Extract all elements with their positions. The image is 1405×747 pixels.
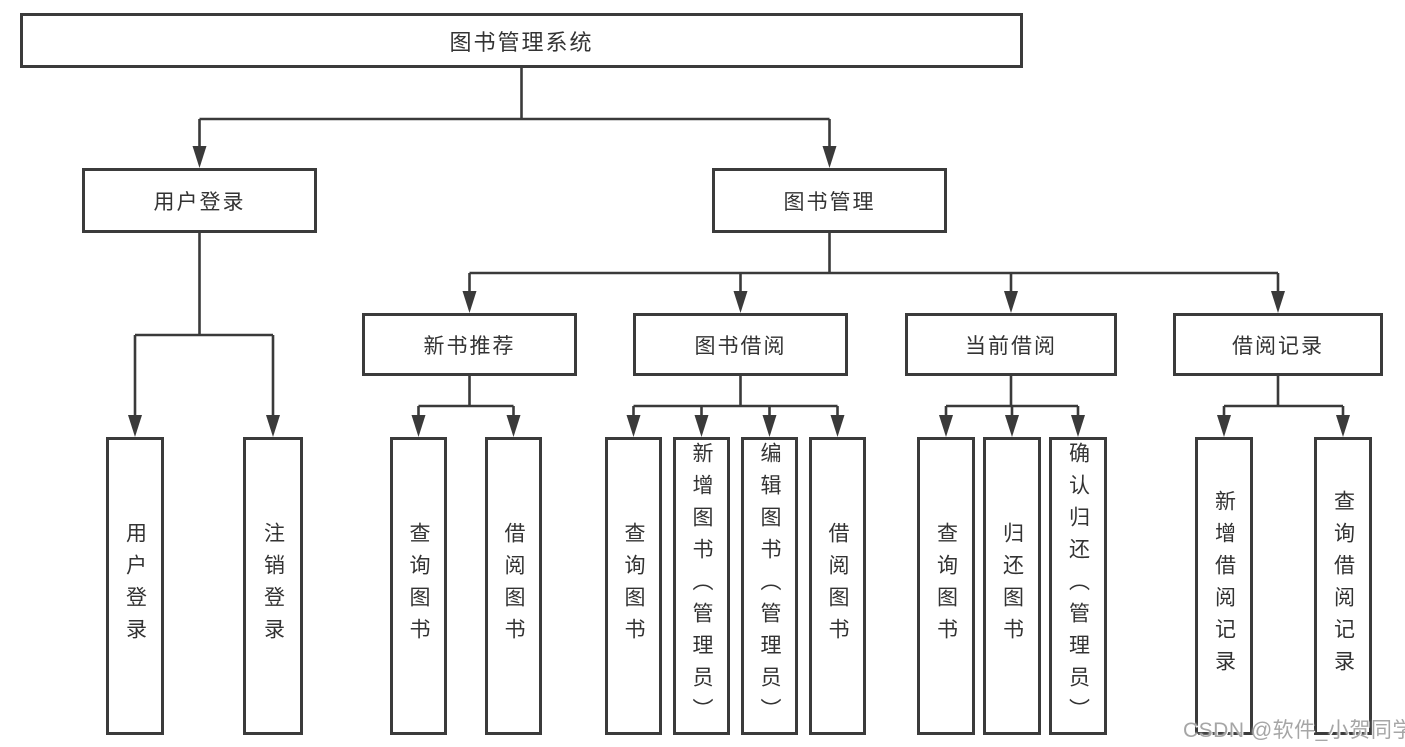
arrowhead-icon [762, 415, 777, 437]
node-label-root: 图书管理系统 [449, 29, 594, 55]
arrowhead-icon [939, 415, 953, 437]
node-cb-return: 归还图书 [983, 437, 1041, 735]
arrowhead-icon [411, 415, 426, 437]
node-logout: 注销登录 [243, 437, 303, 735]
node-label-user-login: 用户登录 [153, 190, 246, 214]
node-label-bb-add: 新增图书（管理员） [690, 442, 713, 730]
node-login: 用户登录 [106, 437, 164, 735]
node-cb-confirm: 确认归还（管理员） [1049, 437, 1107, 735]
node-label-bb-borrow: 借阅图书 [826, 522, 849, 650]
arrowhead-icon [694, 415, 709, 437]
node-label-book-borrow: 图书借阅 [694, 334, 787, 358]
node-label-cb-return: 归还图书 [1000, 522, 1024, 650]
arrowhead-icon [1004, 291, 1018, 313]
node-borrow-records: 借阅记录 [1173, 313, 1383, 376]
watermark: CSDN @软件_小贺同学 [1183, 719, 1405, 742]
node-rec-query: 查询借阅记录 [1314, 437, 1372, 735]
arrowhead-icon [1271, 291, 1285, 313]
node-current-borrow: 当前借阅 [905, 313, 1117, 376]
node-label-book-mgmt: 图书管理 [783, 190, 876, 214]
node-bb-query: 查询图书 [605, 437, 662, 735]
node-bb-edit: 编辑图书（管理员） [741, 437, 798, 735]
node-new-rec: 新书推荐 [362, 313, 577, 376]
arrowhead-icon [462, 291, 477, 313]
arrowhead-icon [626, 415, 641, 437]
node-bb-add: 新增图书（管理员） [673, 437, 730, 735]
arrowhead-icon [822, 146, 837, 168]
node-label-rec-add: 新增借阅记录 [1212, 490, 1236, 682]
arrowhead-icon [506, 415, 521, 437]
node-label-nr-query: 查询图书 [407, 522, 430, 650]
arrowhead-icon [1217, 415, 1231, 437]
arrowhead-icon [733, 291, 748, 313]
node-label-bb-edit: 编辑图书（管理员） [758, 442, 781, 730]
node-label-cb-confirm: 确认归还（管理员） [1066, 442, 1090, 730]
node-label-new-rec: 新书推荐 [423, 334, 516, 358]
node-label-bb-query: 查询图书 [622, 522, 645, 650]
node-label-current-borrow: 当前借阅 [965, 334, 1057, 358]
node-nr-query: 查询图书 [390, 437, 447, 735]
arrowhead-icon [1005, 415, 1019, 437]
node-user-login: 用户登录 [82, 168, 317, 233]
node-nr-borrow: 借阅图书 [485, 437, 542, 735]
node-bb-borrow: 借阅图书 [809, 437, 866, 735]
arrowhead-icon [192, 146, 207, 168]
node-label-borrow-records: 借阅记录 [1232, 334, 1324, 358]
node-label-login: 用户登录 [123, 522, 147, 650]
node-rec-add: 新增借阅记录 [1195, 437, 1253, 735]
node-label-nr-borrow: 借阅图书 [502, 522, 525, 650]
arrowhead-icon [830, 415, 845, 437]
arrowhead-icon [1336, 415, 1350, 437]
node-label-cb-query: 查询图书 [934, 522, 958, 650]
arrowhead-icon [1071, 415, 1085, 437]
node-book-mgmt: 图书管理 [712, 168, 947, 233]
node-root: 图书管理系统 [20, 13, 1023, 68]
node-label-rec-query: 查询借阅记录 [1331, 490, 1355, 682]
arrowhead-icon [266, 415, 280, 437]
node-cb-query: 查询图书 [917, 437, 975, 735]
node-label-logout: 注销登录 [261, 522, 285, 650]
arrowhead-icon [128, 415, 142, 437]
node-book-borrow: 图书借阅 [633, 313, 848, 376]
